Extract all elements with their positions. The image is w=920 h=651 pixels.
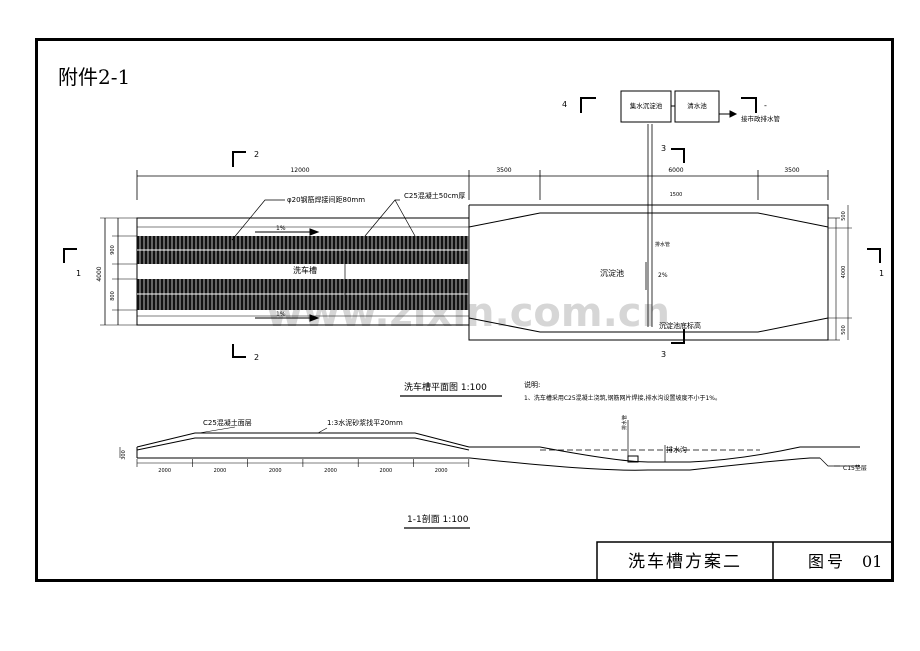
label-pool-bottom: 沉淀池底标高 xyxy=(659,321,701,330)
dim-pool-top: 500 xyxy=(841,211,847,221)
section-dim-label: 2000 xyxy=(435,468,448,474)
label-arrow-top: 1% xyxy=(276,225,286,232)
section-label-mid: 1:3水泥砂浆找平20mm xyxy=(327,418,403,427)
dim-right-b: 3500 xyxy=(784,167,799,174)
attachment-label: 附件2-1 xyxy=(58,65,130,89)
equipment-outlet-note: 接市政排水管 xyxy=(741,114,781,123)
drawing-number-value: 01 xyxy=(862,552,882,571)
marker-right-side: 1 xyxy=(879,269,884,278)
marker-left-side: 1 xyxy=(76,269,81,278)
dim-side-a: 900 xyxy=(110,245,116,255)
section-caption: 1-1剖面 1:100 xyxy=(407,513,469,525)
notes-line1: 1、洗车槽采用C25混凝土浇筑,钢筋网片焊接,排水沟设置坡度不小于1%。 xyxy=(524,394,721,402)
dim-pool-bottom: 500 xyxy=(841,325,847,335)
marker-right-top: - xyxy=(764,101,767,110)
section-dim-label: 2000 xyxy=(269,468,282,474)
flow-arrows xyxy=(255,228,320,322)
marker-top-right: 4 xyxy=(562,100,567,109)
leader-lines xyxy=(231,199,416,300)
label-center: 洗车槽 xyxy=(293,265,317,275)
label-pipe-dim: 2% xyxy=(658,272,668,279)
notes-heading: 说明: xyxy=(524,380,540,389)
section-leaders xyxy=(198,426,840,467)
equipment-boxes xyxy=(620,90,738,123)
sheet-border xyxy=(35,38,894,582)
plan-caption: 洗车槽平面图 1:100 xyxy=(404,381,487,393)
marker-bottom-mid: 3 xyxy=(661,350,666,359)
section-label-right: 排水沟 xyxy=(666,445,687,454)
plan-view xyxy=(100,170,829,326)
label-pool: 沉淀池 xyxy=(600,268,624,278)
drawing-title: 洗车槽方案二 xyxy=(628,552,742,572)
equipment-box-left: 集水沉淀池 xyxy=(630,101,663,110)
label-grating: φ20钢筋焊接间距80mm xyxy=(287,195,365,204)
dim-side-b: 800 xyxy=(110,291,116,301)
section-dim-label: 2000 xyxy=(379,468,392,474)
section-dimension-chain xyxy=(136,459,470,467)
label-slope: C25混凝土50cm厚 xyxy=(404,191,465,200)
marker-top-mid: 3 xyxy=(661,144,666,153)
drain-pipe-line xyxy=(645,124,653,327)
section-dim-label: 2000 xyxy=(324,468,337,474)
equipment-box-right: 清水池 xyxy=(687,101,707,110)
section-dim-height: 300 xyxy=(121,450,127,460)
dim-mid: 3500 xyxy=(496,167,511,174)
dim-pool-side: 4000 xyxy=(841,266,847,279)
section-markers xyxy=(63,97,881,358)
marker-bottom-left: 2 xyxy=(254,353,259,362)
title-block xyxy=(596,541,893,581)
section-view xyxy=(119,420,860,471)
dim-left: 12000 xyxy=(290,167,309,174)
dim-right-a: 6000 xyxy=(668,167,683,174)
marker-top-left: 2 xyxy=(254,150,259,159)
section-label-end: C15垫层 xyxy=(843,464,867,472)
drawing-number-label: 图号 xyxy=(808,552,846,571)
section-dim-label: 2000 xyxy=(158,468,171,474)
section-label-left: C25混凝土面层 xyxy=(203,418,252,427)
label-pipe: 排水管 xyxy=(655,241,670,248)
section-dim-label: 2000 xyxy=(214,468,227,474)
section-label-pipe: 排水管 xyxy=(621,415,628,430)
sedimentation-pool-plan xyxy=(468,204,852,341)
dim-pool-mid: 1500 xyxy=(670,192,683,198)
label-arrow-bottom: 1% xyxy=(276,311,286,318)
grating-strips xyxy=(137,236,469,310)
dim-side-total: 4000 xyxy=(96,266,103,281)
